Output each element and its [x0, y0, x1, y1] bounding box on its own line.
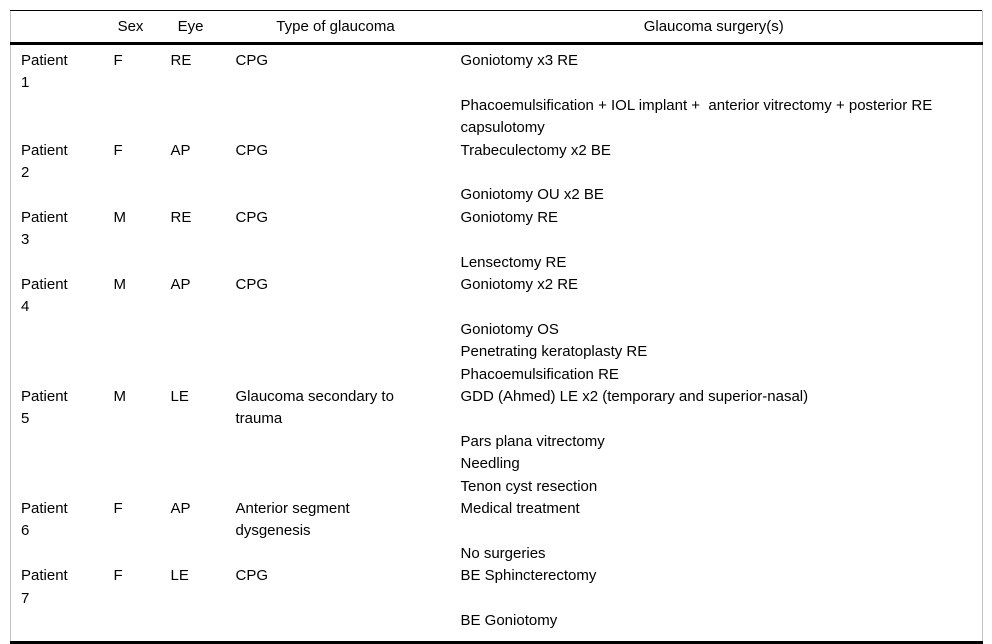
patient-sex-cell: M	[113, 208, 127, 226]
patient-type-cell: CPG	[226, 274, 446, 386]
patient-row: Patient 5 M LE Glaucoma secondary to tra…	[11, 386, 983, 498]
header-eye: Eye	[155, 10, 226, 45]
patient-row: Patient 3 M RE CPG Goniotomy RE Lensecto…	[11, 207, 983, 274]
surgery-gap	[461, 520, 983, 542]
patient-surgeries-cell: Goniotomy x3 RE Phacoemulsification + IO…	[446, 44, 983, 140]
surgery-item: Pars plana vitrectomy	[460, 432, 605, 450]
header-sex: Sex	[105, 10, 156, 45]
surgery-item: Phacoemulsification RE	[460, 365, 619, 383]
surgery-item: No surgeries	[460, 544, 546, 562]
patient-eye-cell: RE	[170, 52, 192, 69]
patient-type-cell: Glaucoma secondary to trauma	[226, 386, 446, 498]
patient-row: Patient 6 F AP Anterior segment dysgenes…	[11, 498, 983, 565]
patient-row: Patient 1 F RE CPG Goniotomy x3 RE Phaco…	[11, 44, 983, 140]
patient-label-cell: Patient 3	[11, 207, 106, 274]
patient-eye-cell: LE	[170, 567, 189, 585]
surgery-first: Goniotomy RE	[460, 208, 559, 226]
header-patient	[10, 10, 106, 45]
patient-type: CPG	[235, 567, 269, 585]
surgery-item: Penetrating keratoplasty RE	[460, 343, 648, 361]
patient-eye-cell: AP	[170, 276, 191, 294]
surgery-gap	[461, 408, 983, 430]
surgery-item: Phacoemulsification + IOL implant + ante…	[460, 96, 937, 137]
surgery-first: BE Sphincterectomy	[460, 567, 597, 585]
surgery-item: Goniotomy OU x2 BE	[460, 186, 604, 204]
surgery-first: GDD (Ahmed) LE x2 (temporary and superio…	[460, 388, 809, 406]
patient-eye-cell: AP	[170, 500, 191, 518]
patient-label-cell: Patient 4	[11, 274, 106, 386]
patient-row: Patient 7 F LE CPG BE Sphincterectomy BE…	[11, 565, 983, 643]
surgery-gap	[461, 162, 983, 184]
patient-label: Patient 5	[21, 388, 68, 428]
patient-surgeries-cell: Trabeculectomy x2 BE Goniotomy OU x2 BE	[446, 140, 983, 207]
surgery-item: BE Goniotomy	[460, 612, 558, 630]
patient-type-cell: CPG	[226, 207, 446, 274]
patient-surgeries-cell: Goniotomy RE Lensectomy RE	[446, 207, 983, 274]
table-header: Sex Eye Type of glaucoma Glaucoma surger…	[10, 10, 983, 45]
patient-type-cell: CPG	[226, 565, 446, 643]
patient-type: CPG	[235, 208, 269, 226]
patient-label: Patient 4	[21, 276, 68, 316]
patient-label-cell: Patient 2	[11, 140, 106, 207]
patient-sex-cell: F	[113, 52, 123, 69]
surgery-first: Goniotomy x3 RE	[460, 52, 579, 69]
patient-type: Glaucoma secondary to trauma	[235, 388, 394, 428]
patient-row: Patient 2 F AP CPG Trabeculectomy x2 BE …	[11, 140, 983, 207]
patient-row: Patient 4 M AP CPG Goniotomy x2 RE Gonio…	[11, 274, 983, 386]
surgery-first: Trabeculectomy x2 BE	[460, 141, 611, 159]
surgery-gap	[461, 229, 983, 251]
patient-surgeries-cell: GDD (Ahmed) LE x2 (temporary and superio…	[446, 386, 983, 498]
surgery-first: Goniotomy x2 RE	[460, 276, 579, 294]
patient-label: Patient 2	[21, 141, 68, 182]
header-glaucoma-surgeries: Glaucoma surgery(s)	[445, 10, 983, 45]
patient-sex-cell: M	[113, 388, 127, 406]
patient-type: CPG	[235, 141, 269, 159]
table-body: Patient 1 F RE CPG Goniotomy x3 RE Phaco…	[11, 44, 983, 643]
patient-eye-cell: AP	[170, 141, 191, 159]
surgery-gap	[461, 296, 983, 318]
patient-type-cell: CPG	[226, 140, 446, 207]
patient-surgeries-cell: Goniotomy x2 RE Goniotomy OS Penetrating …	[446, 274, 983, 386]
patient-sex-cell: F	[113, 567, 123, 585]
patient-type: Anterior segment dysgenesis	[235, 500, 350, 540]
patient-label: Patient 1	[21, 52, 68, 92]
header-row: Sex Eye Type of glaucoma Glaucoma surger…	[10, 10, 983, 45]
patient-label-cell: Patient 1	[11, 44, 106, 140]
patient-sex-cell: F	[113, 500, 123, 518]
patient-surgeries-cell: BE Sphincterectomy BE Goniotomy	[446, 565, 983, 643]
patient-type-cell: CPG	[226, 44, 446, 140]
patient-label: Patient 3	[21, 208, 68, 249]
patient-sex-cell: M	[113, 276, 127, 294]
patient-type: CPG	[235, 52, 269, 69]
surgery-gap	[461, 72, 983, 94]
header-type-of-glaucoma: Type of glaucoma	[225, 10, 446, 45]
patient-label-cell: Patient 5	[11, 386, 106, 498]
surgery-first: Medical treatment	[460, 500, 580, 518]
patient-label: Patient 7	[21, 567, 68, 607]
patient-label-cell: Patient 7	[11, 565, 106, 643]
patient-sex-cell: F	[113, 141, 123, 159]
patient-eye-cell: LE	[170, 388, 189, 406]
surgery-item: Lensectomy RE	[460, 253, 567, 271]
patient-type: CPG	[235, 276, 269, 294]
surgery-item: Goniotomy OS	[460, 320, 559, 338]
patients-table: Sex Eye Type of glaucoma Glaucoma surger…	[10, 10, 983, 644]
patient-label: Patient 6	[21, 500, 68, 540]
surgery-item: Tenon cyst resection	[460, 477, 598, 495]
patient-eye-cell: RE	[170, 208, 192, 226]
patient-label-cell: Patient 6	[11, 498, 106, 565]
surgery-item: Needling	[460, 455, 520, 473]
surgery-gap	[461, 588, 983, 610]
patient-type-cell: Anterior segment dysgenesis	[226, 498, 446, 565]
patient-surgeries-cell: Medical treatment No surgeries	[446, 498, 983, 565]
